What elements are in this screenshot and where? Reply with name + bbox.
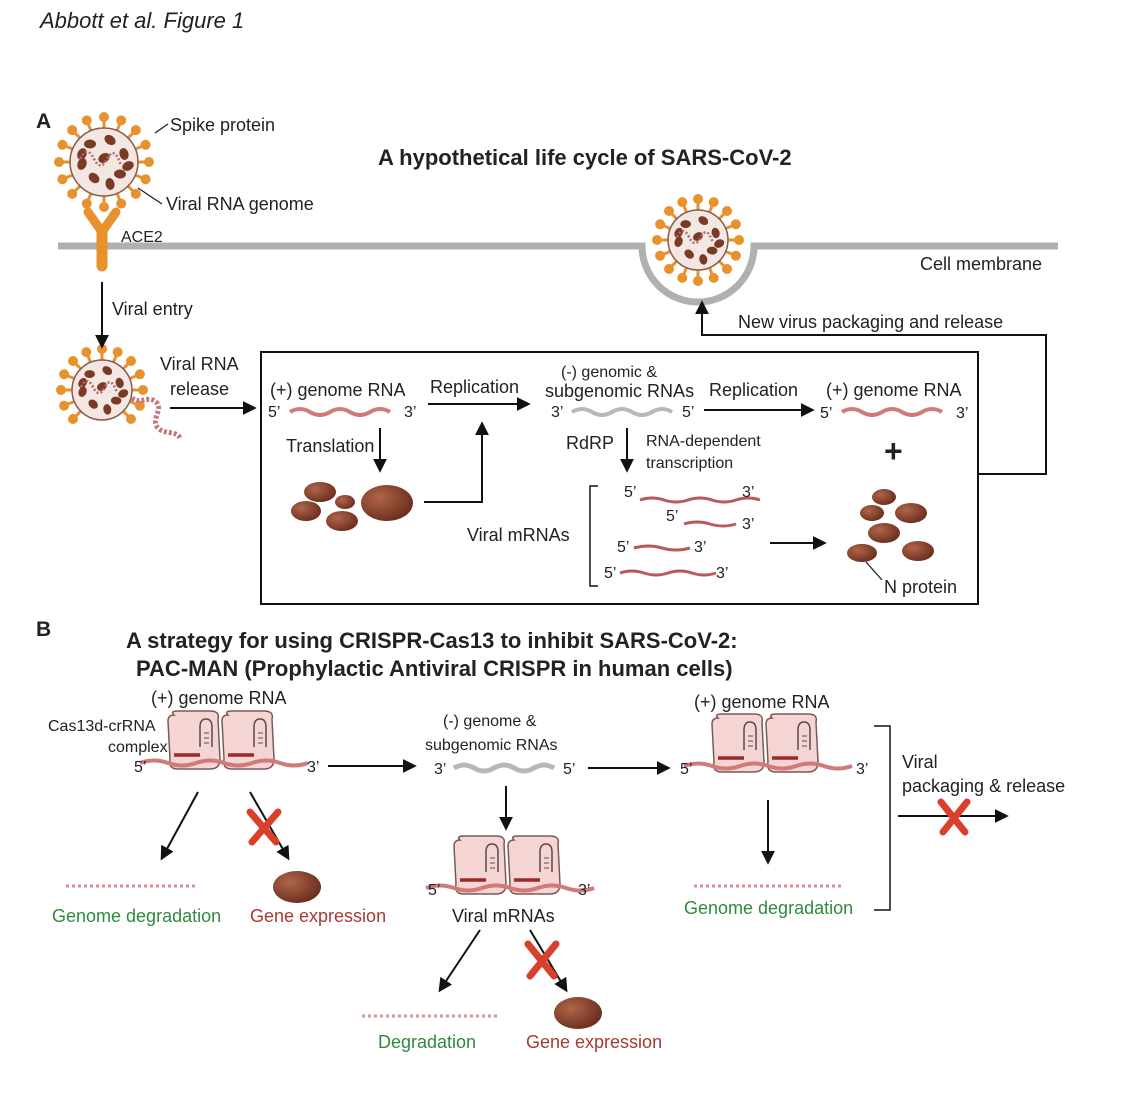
three-prime-a1: 3’ bbox=[404, 404, 416, 421]
three-prime-m4: 3’ bbox=[716, 565, 728, 582]
three-prime-a2: 3’ bbox=[551, 404, 563, 421]
five-prime-m1: 5’ bbox=[624, 484, 636, 501]
translated-proteins-icon bbox=[291, 482, 413, 531]
three-prime-m1: 3’ bbox=[742, 484, 754, 501]
three-prime-m2: 3’ bbox=[742, 516, 754, 533]
ace2-receptor-icon bbox=[83, 207, 121, 272]
b-plus-genome-label-1: (+) genome RNA bbox=[151, 688, 287, 708]
five-prime-m4: 5’ bbox=[604, 565, 616, 582]
plus-genome-label-1: (+) genome RNA bbox=[270, 380, 406, 400]
five-prime-a1: 5’ bbox=[268, 404, 280, 421]
gene-expression-label-2: Gene expression bbox=[526, 1032, 662, 1052]
degradation-label: Degradation bbox=[378, 1032, 476, 1052]
plus-sign: + bbox=[884, 433, 903, 469]
neg-genomic-label-1: (-) genomic & bbox=[561, 364, 657, 381]
rdrp-label: RdRP bbox=[566, 433, 614, 453]
mrna-bracket bbox=[589, 485, 598, 587]
five-prime-m2: 5’ bbox=[666, 508, 678, 525]
block-cross-icon-2 bbox=[524, 940, 560, 980]
released-rna-strand bbox=[130, 395, 183, 440]
genome-degradation-label-2: Genome degradation bbox=[684, 898, 853, 918]
cell-membrane-line bbox=[58, 242, 1058, 306]
translation-label: Translation bbox=[286, 436, 374, 456]
uncoating-virus-icon bbox=[56, 344, 148, 424]
three-prime-a3: 3’ bbox=[956, 405, 968, 422]
cytoplasm-box bbox=[260, 351, 979, 605]
block-cross-icon-1 bbox=[246, 808, 282, 846]
protein-to-replication-arrow bbox=[424, 421, 489, 503]
five-prime-b2: 5’ bbox=[563, 761, 575, 778]
genome-degradation-label-1: Genome degradation bbox=[52, 906, 221, 926]
five-prime-a2: 5’ bbox=[682, 404, 694, 421]
viral-mrnas-label-a: Viral mRNAs bbox=[467, 525, 570, 545]
mrna-strands bbox=[619, 496, 761, 577]
five-prime-b3: 5’ bbox=[428, 882, 440, 899]
cas13-label-1: Cas13d-crRNA bbox=[48, 718, 156, 735]
five-prime-m3: 5’ bbox=[617, 539, 629, 556]
three-prime-b3: 3’ bbox=[578, 882, 590, 899]
viral-rna-release-label-2: release bbox=[170, 379, 229, 399]
b-degradation-arrow-1 bbox=[160, 791, 199, 861]
b-viral-mrnas-label: Viral mRNAs bbox=[452, 906, 555, 926]
b-degradation-arrow-2 bbox=[438, 929, 481, 993]
cell-membrane-label: Cell membrane bbox=[920, 254, 1042, 274]
viral-packaging-label-2: packaging & release bbox=[902, 776, 1065, 796]
panel-b-title-1: A strategy for using CRISPR-Cas13 to inh… bbox=[126, 628, 738, 653]
viral-rna-genome-label: Viral RNA genome bbox=[166, 194, 314, 214]
panel-a-title: A hypothetical life cycle of SARS-CoV-2 bbox=[378, 145, 792, 170]
b-neg-rna-strand bbox=[452, 762, 556, 774]
three-prime-b2: 3’ bbox=[434, 761, 446, 778]
replication-label-1: Replication bbox=[430, 377, 519, 397]
five-prime-a3: 5’ bbox=[820, 405, 832, 422]
budding-virus-icon bbox=[652, 194, 744, 286]
three-prime-b1: 3’ bbox=[307, 759, 319, 776]
neg-genomic-label-2: subgenomic RNAs bbox=[545, 381, 694, 401]
replication-label-2: Replication bbox=[709, 380, 798, 400]
viral-entry-label: Viral entry bbox=[112, 299, 193, 319]
ace2-label: ACE2 bbox=[121, 229, 163, 246]
b-expression-arrow-2 bbox=[529, 929, 568, 993]
plus-rna-strand-2 bbox=[840, 407, 944, 417]
five-prime-b1: 5’ bbox=[134, 759, 146, 776]
virus-particle-icon bbox=[54, 112, 154, 212]
cas13d-complex-icon bbox=[139, 710, 309, 770]
n-protein-icon bbox=[847, 489, 934, 562]
cas13d-mrna-complex-icon bbox=[425, 835, 595, 895]
three-prime-m3: 3’ bbox=[694, 539, 706, 556]
packaging-path-arrow bbox=[695, 300, 1047, 475]
cas13d-complex-icon-right bbox=[683, 713, 853, 773]
protein-blob-1 bbox=[273, 871, 321, 903]
rna-dependent-label-1: RNA-dependent bbox=[646, 433, 761, 450]
figure-header: Abbott et al. Figure 1 bbox=[38, 8, 244, 33]
cas13-label-2: complex bbox=[108, 739, 168, 756]
packaging-label: New virus packaging and release bbox=[738, 312, 1003, 332]
protein-blob-2 bbox=[554, 997, 602, 1029]
rna-dependent-label-2: transcription bbox=[646, 455, 733, 472]
b-neg-genome-label-2: subgenomic RNAs bbox=[425, 737, 558, 754]
viral-packaging-label-1: Viral bbox=[902, 752, 938, 772]
spike-protein-label: Spike protein bbox=[170, 115, 275, 135]
three-prime-b4: 3’ bbox=[856, 761, 868, 778]
plus-genome-label-2: (+) genome RNA bbox=[826, 380, 962, 400]
panel-a-letter: A bbox=[36, 110, 51, 133]
n-protein-label: N protein bbox=[884, 577, 957, 597]
panel-b-title-2: PAC-MAN (Prophylactic Antiviral CRISPR i… bbox=[136, 656, 733, 681]
b-plus-genome-label-2: (+) genome RNA bbox=[694, 692, 830, 712]
packaging-bracket bbox=[874, 725, 891, 911]
plus-rna-strand-1 bbox=[288, 407, 392, 417]
panel-b-letter: B bbox=[36, 618, 51, 641]
gene-expression-label-1: Gene expression bbox=[250, 906, 386, 926]
b-neg-genome-label-1: (-) genome & bbox=[443, 713, 537, 730]
five-prime-b4: 5’ bbox=[680, 761, 692, 778]
viral-rna-release-label-1: Viral RNA bbox=[160, 354, 239, 374]
block-cross-icon-3 bbox=[937, 798, 971, 836]
neg-rna-strand bbox=[570, 407, 674, 417]
